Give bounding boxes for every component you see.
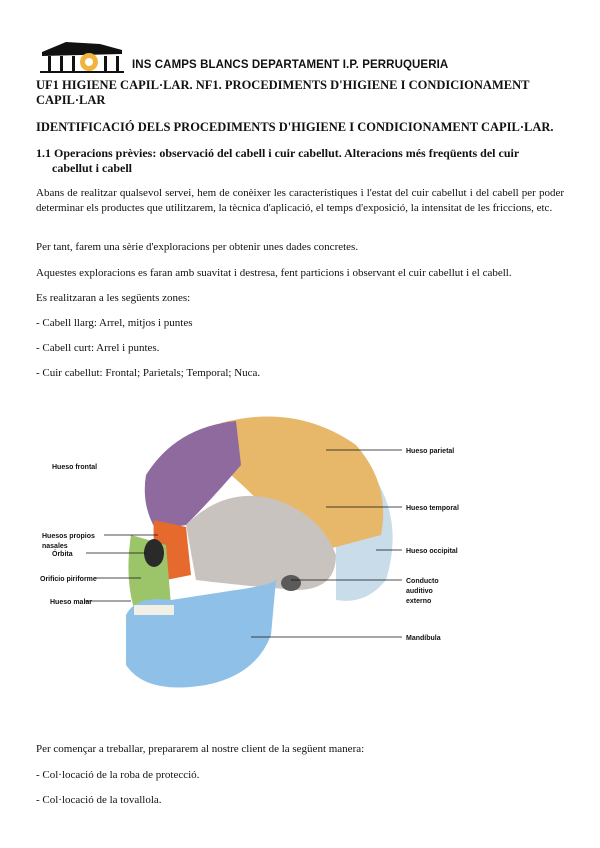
label-parietal: Hueso parietal xyxy=(406,448,454,455)
subsection-title-line1: 1.1 Operacions prèvies: observació del c… xyxy=(36,146,520,160)
skull-illustration: Hueso frontal Hueso parietal Hueso tempo… xyxy=(36,405,556,705)
frontal-bone xyxy=(144,421,241,530)
paragraph-technique: Aquestes exploracions es faran amb suavi… xyxy=(36,267,512,279)
list-item-towel: - Col·locació de la tovallola. xyxy=(36,794,162,806)
unit-title: UF1 HIGIENE CAPIL·LAR. NF1. PROCEDIMENTS… xyxy=(36,78,530,107)
school-department-header: INS CAMPS BLANCS DEPARTAMENT I.P. PERRUQ… xyxy=(132,59,449,71)
label-temporal: Hueso temporal xyxy=(406,505,459,512)
label-canal-3: externo xyxy=(406,598,431,605)
paragraph-zones: Es realitzaran a les següents zones: xyxy=(36,292,191,304)
list-item-scalp: - Cuir cabellut: Frontal; Parietals; Tem… xyxy=(36,367,261,379)
list-item-short-hair: - Cabell curt: Arrel i puntes. xyxy=(36,342,160,354)
subsection-title: 1.1 Operacions prèvies: observació del c… xyxy=(36,146,564,176)
list-item-protection-clothing: - Col·locació de la roba de protecció. xyxy=(36,769,200,781)
label-mandible: Mandíbula xyxy=(406,635,441,642)
paragraph-preparation: Per començar a treballar, prepararem al … xyxy=(36,743,365,755)
temporal-bone xyxy=(186,495,336,590)
school-logo xyxy=(40,42,124,73)
label-canal-2: auditivo xyxy=(406,588,433,595)
label-occipital: Hueso occipital xyxy=(406,548,458,555)
label-nasal-1: Huesos propios xyxy=(42,533,95,540)
label-nasal-2: nasales xyxy=(42,543,68,550)
label-malar: Hueso malar xyxy=(50,599,92,606)
list-item-long-hair: - Cabell llarg: Arrel, mitjos i puntes xyxy=(36,317,193,329)
section-title: IDENTIFICACIÓ DELS PROCEDIMENTS D'HIGIEN… xyxy=(36,120,554,134)
parietal-bone xyxy=(221,416,384,555)
paragraph-explorations: Per tant, farem una sèrie d'exploracions… xyxy=(36,241,359,253)
label-piriform: Orificio piriforme xyxy=(40,576,97,583)
label-orbit: Órbita xyxy=(52,549,73,558)
label-canal-1: Conducto xyxy=(406,578,439,585)
label-frontal: Hueso frontal xyxy=(52,464,97,471)
paragraph-intro: Abans de realitzar qualsevol servei, hem… xyxy=(36,187,564,214)
skull-diagram: Hueso frontal Hueso parietal Hueso tempo… xyxy=(40,416,459,688)
subsection-title-line2: cabellut i cabell xyxy=(52,161,132,175)
